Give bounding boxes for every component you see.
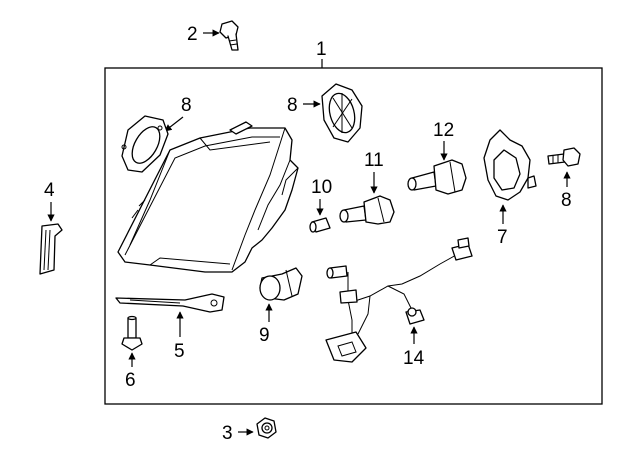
adjuster-ring-part-8-right bbox=[321, 83, 363, 143]
bulb-socket-part-10 bbox=[259, 267, 303, 301]
screw-part-6 bbox=[121, 315, 143, 351]
callout-5-label: 5 bbox=[174, 341, 185, 362]
screw-part-9 bbox=[547, 147, 581, 167]
callout-8a-leader bbox=[164, 116, 184, 132]
bulb-holder-part-7 bbox=[483, 129, 537, 201]
callout-2-label: 2 bbox=[187, 24, 198, 45]
assembly-frame bbox=[104, 67, 603, 405]
callout-8a-label: 8 bbox=[181, 95, 192, 116]
headlamp-housing bbox=[117, 121, 299, 273]
bulb-part-12 bbox=[339, 195, 395, 225]
wiring-harness bbox=[325, 237, 473, 363]
bulb-part-11 bbox=[309, 217, 331, 233]
nut-part-3 bbox=[256, 417, 277, 439]
bulb-part-13 bbox=[407, 159, 467, 195]
callout-10-label: 9 bbox=[259, 325, 270, 346]
callout-14-label: 14 bbox=[403, 348, 425, 369]
bracket-part-4 bbox=[39, 223, 63, 275]
callout-3-label: 3 bbox=[222, 423, 233, 444]
bracket-bar-part-5 bbox=[115, 293, 225, 313]
adjuster-ring-part-8-left bbox=[121, 115, 169, 173]
callout-7-label: 7 bbox=[497, 227, 508, 248]
bolt-part-2 bbox=[219, 20, 239, 51]
callout-13-label: 12 bbox=[433, 120, 454, 141]
callout-1-label: 1 bbox=[316, 39, 327, 60]
callout-6-label: 6 bbox=[125, 370, 136, 391]
callout-11-label: 10 bbox=[311, 177, 332, 198]
callout-8b-label: 8 bbox=[287, 95, 298, 116]
callout-4-label: 4 bbox=[44, 180, 55, 201]
bulb-socket-part-14 bbox=[405, 307, 425, 325]
callout-12-label: 11 bbox=[364, 150, 384, 171]
callout-9-label: 8 bbox=[561, 190, 572, 211]
